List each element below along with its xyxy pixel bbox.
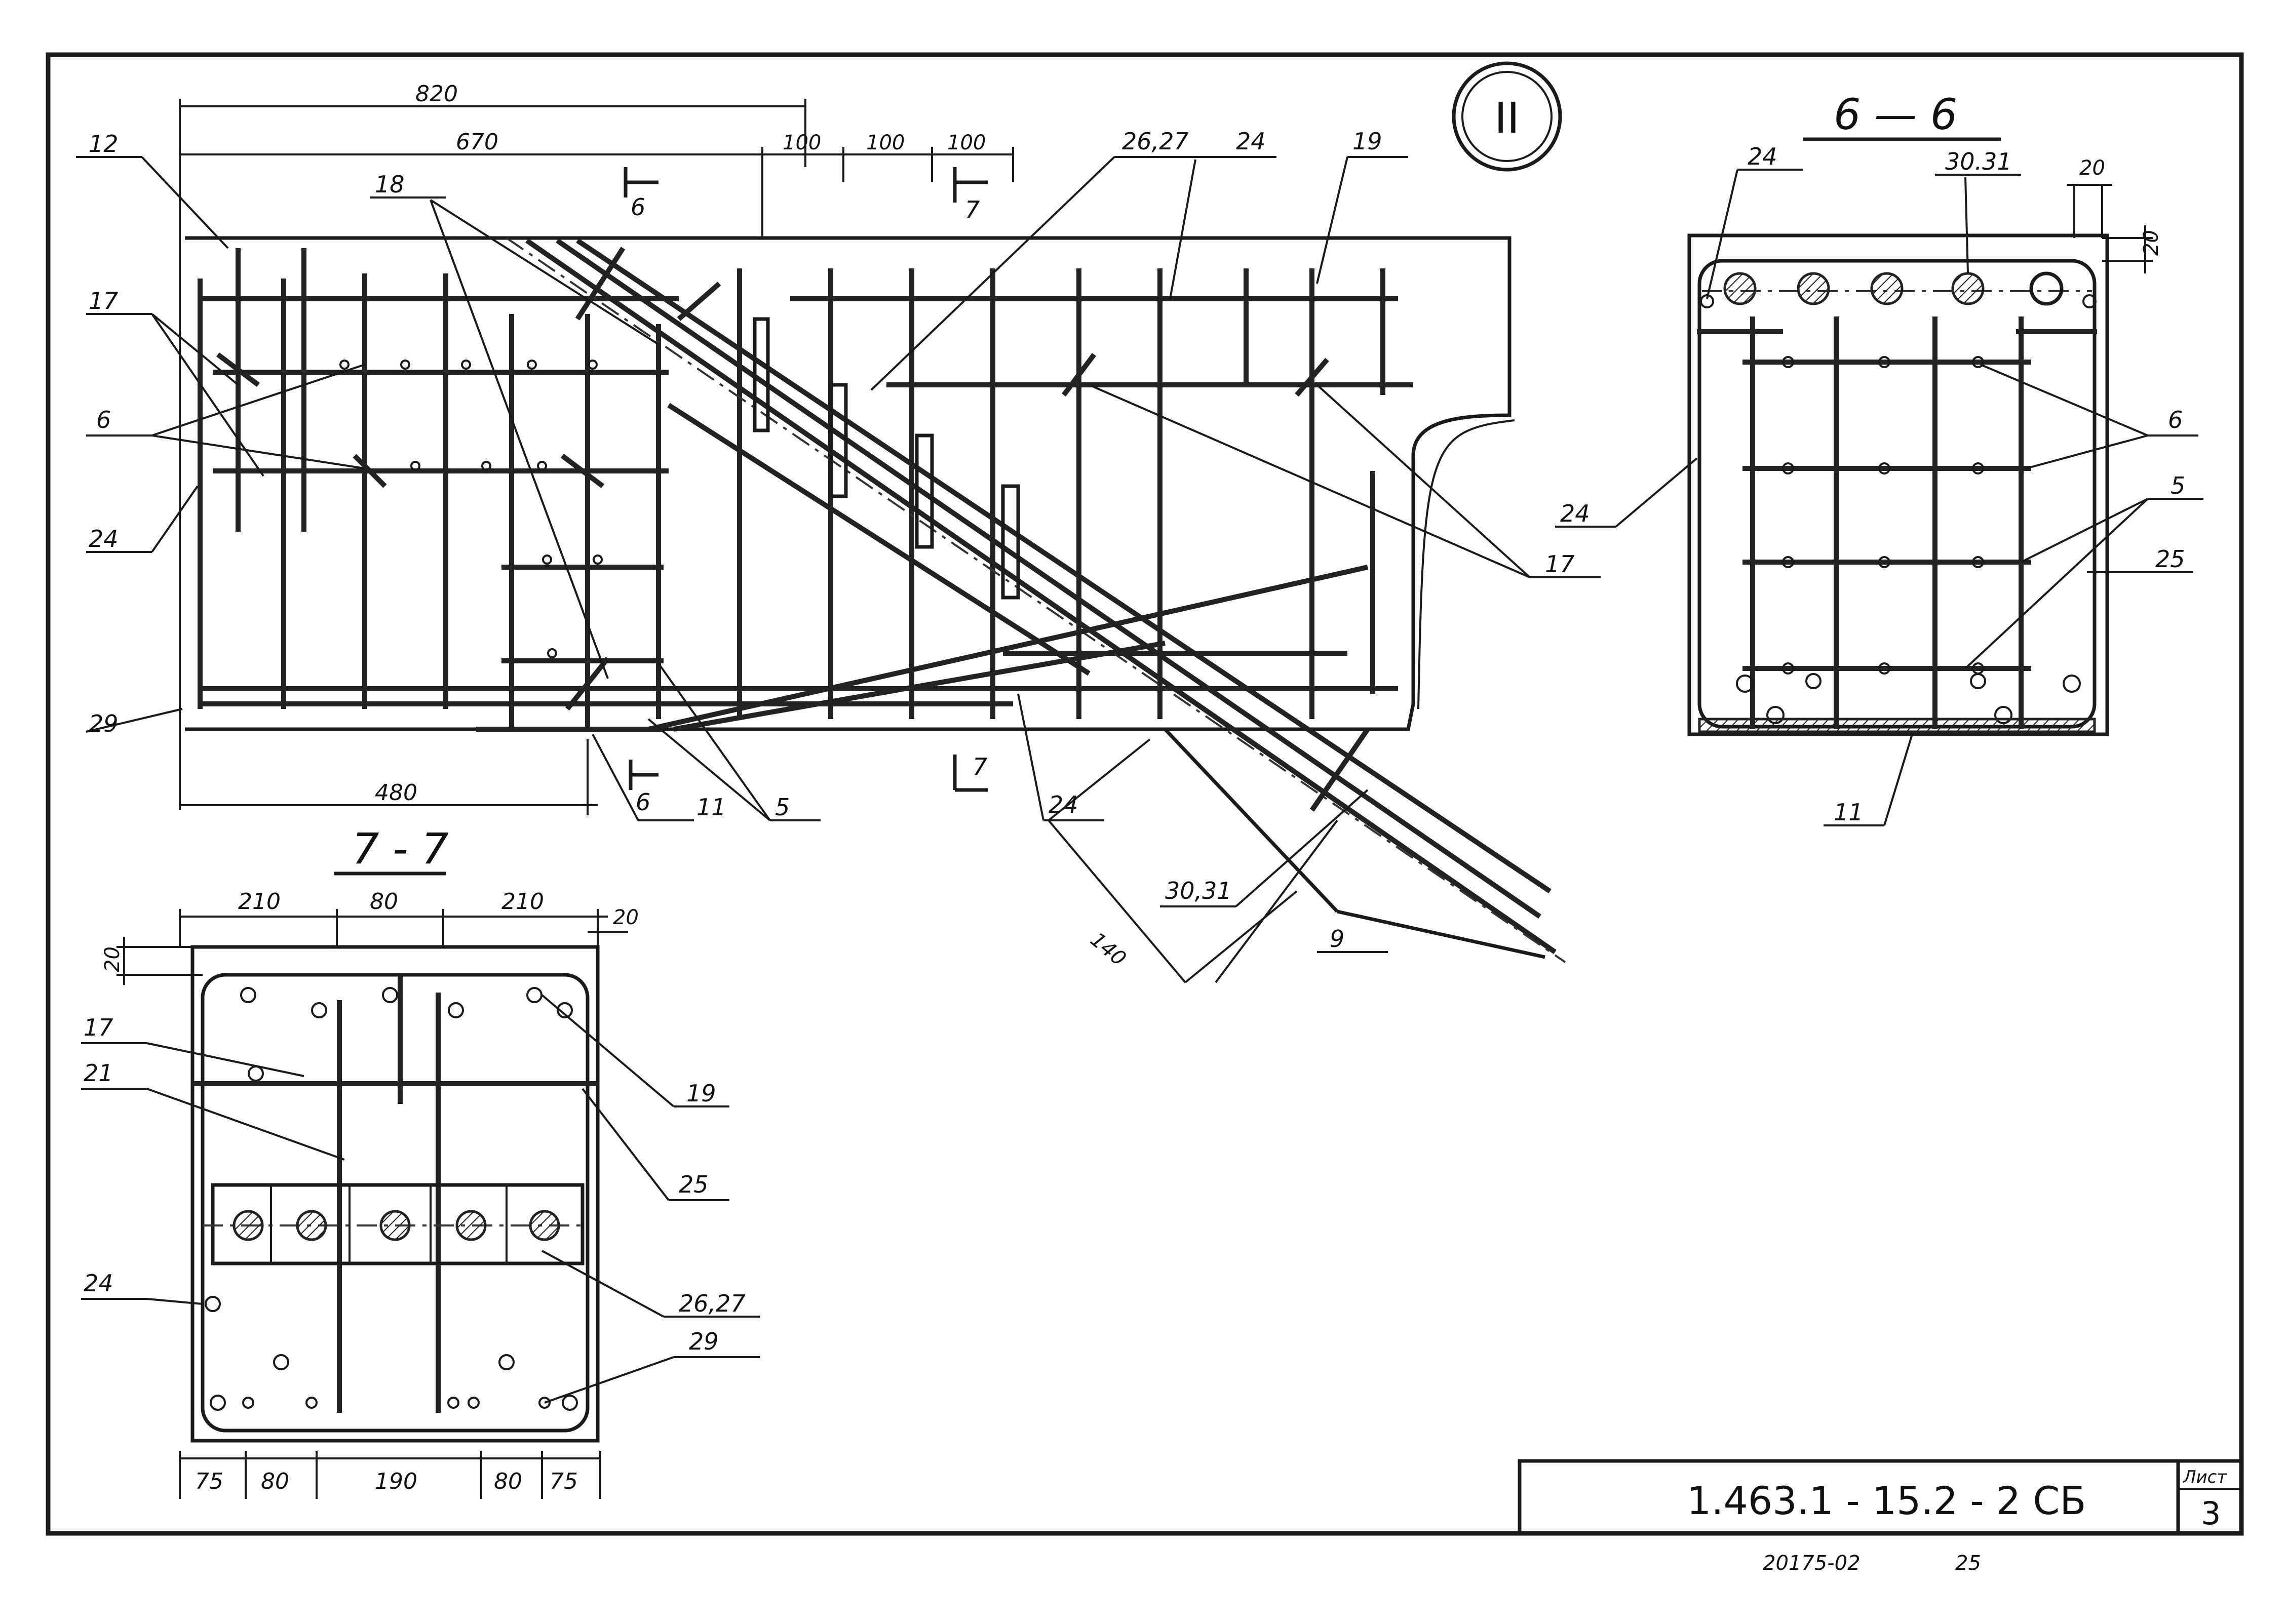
callout-12: 12 [89,130,119,157]
dim-75-right: 75 [550,1469,578,1494]
dim-80-top: 80 [370,889,398,915]
callout-24-bottom: 24 [1049,791,1078,818]
dim-210-right: 210 [501,889,544,915]
callout-30-31: 30,31 [1165,877,1232,904]
section-6-6: 6 — 6 [1555,90,2203,826]
dim-100-b: 100 [866,131,905,154]
dim-210-left: 210 [238,889,281,915]
callout-24-s66-top: 24 [1748,143,1777,170]
sheet-number: 3 [2201,1495,2221,1532]
detail-stamp: II [1452,61,1562,172]
callout-26-27: 26,27 [1122,128,1189,155]
callout-24-s77: 24 [84,1270,113,1297]
title-block: 1.463.1 - 15.2 - 2 СБ Лист 3 [1518,1459,2243,1535]
callout-24-s66-left: 24 [1560,500,1590,527]
dim-100-c: 100 [947,131,986,154]
callout-11-s66: 11 [1834,799,1864,826]
callout-29-s77: 29 [689,1328,719,1355]
dim-190: 190 [375,1469,417,1494]
section-mark-7-top: 7 [965,196,980,223]
footer-page: 25 [1955,1552,1981,1575]
dim-670: 670 [456,129,498,155]
dim-20-top: 20 [2079,156,2105,180]
dim-80-right: 80 [494,1469,522,1494]
callout-9: 9 [1330,925,1344,953]
callout-24-top: 24 [1236,128,1266,155]
callout-24-left: 24 [89,525,119,552]
callout-17-left: 17 [89,287,119,314]
callout-17-right: 17 [1545,550,1575,578]
callout-17-s77: 17 [84,1014,113,1041]
sheet-frame [46,52,2244,1536]
main-elevation-view: 820 670 100 100 100 480 140 6 7 6 7 12 1… [76,81,1601,983]
footer-code: 20175-02 [1763,1552,1861,1575]
dim-140: 140 [1086,928,1131,970]
section-7-7-title: 7 - 7 [352,824,449,874]
callout-19-s77: 19 [686,1080,716,1107]
dim-100-a: 100 [783,131,821,154]
dim-75-left: 75 [195,1469,223,1494]
callout-25-s66: 25 [2155,545,2185,573]
callout-30-31-s66: 30.31 [1945,148,2012,175]
section-mark-7-bottom: 7 [973,753,987,780]
section-mark-6-bottom: 6 [636,788,650,816]
sheet-label: Лист [2182,1467,2227,1487]
callout-6-s66: 6 [2168,406,2183,433]
dim-20-left: 20 [101,946,124,972]
stamp-numeral: II [1494,93,1520,143]
callout-11: 11 [696,794,726,821]
callout-25-s77: 25 [679,1171,709,1198]
dim-480: 480 [375,780,417,806]
section-7-7: 7 - 7 [81,824,760,1499]
section-mark-6-top: 6 [631,193,645,221]
beam-outline [185,236,1512,731]
callout-18: 18 [375,171,405,198]
dim-820: 820 [415,81,458,107]
callout-6: 6 [96,406,111,433]
dim-80-left: 80 [261,1469,289,1494]
dim-20-right: 20 [613,906,639,929]
section-6-6-title: 6 — 6 [1834,90,1957,139]
callout-26-27-s77: 26,27 [679,1290,746,1317]
dim-20-side: 20 [2140,230,2163,256]
callout-21-s77: 21 [84,1059,113,1087]
callout-29: 29 [89,710,119,737]
callout-5-s66: 5 [2171,472,2185,499]
callout-5: 5 [775,794,790,821]
callout-19: 19 [1352,128,1382,155]
document-designation: 1.463.1 - 15.2 - 2 СБ [1687,1478,2086,1523]
